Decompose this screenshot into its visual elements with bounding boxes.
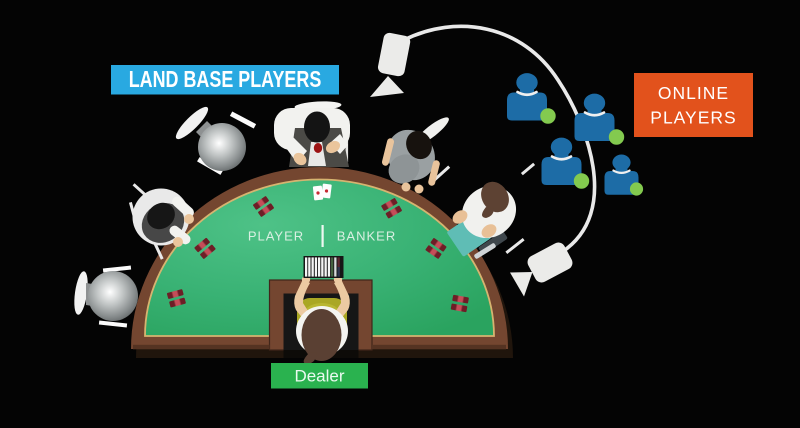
svg-text:PLAYERS: PLAYERS bbox=[650, 108, 736, 128]
svg-text:Dealer: Dealer bbox=[294, 367, 344, 386]
svg-text:PLAYER: PLAYER bbox=[248, 229, 304, 244]
svg-text:BANKER: BANKER bbox=[337, 229, 396, 244]
svg-text:LAND BASE PLAYERS: LAND BASE PLAYERS bbox=[129, 67, 322, 93]
svg-text:ONLINE: ONLINE bbox=[658, 83, 729, 103]
